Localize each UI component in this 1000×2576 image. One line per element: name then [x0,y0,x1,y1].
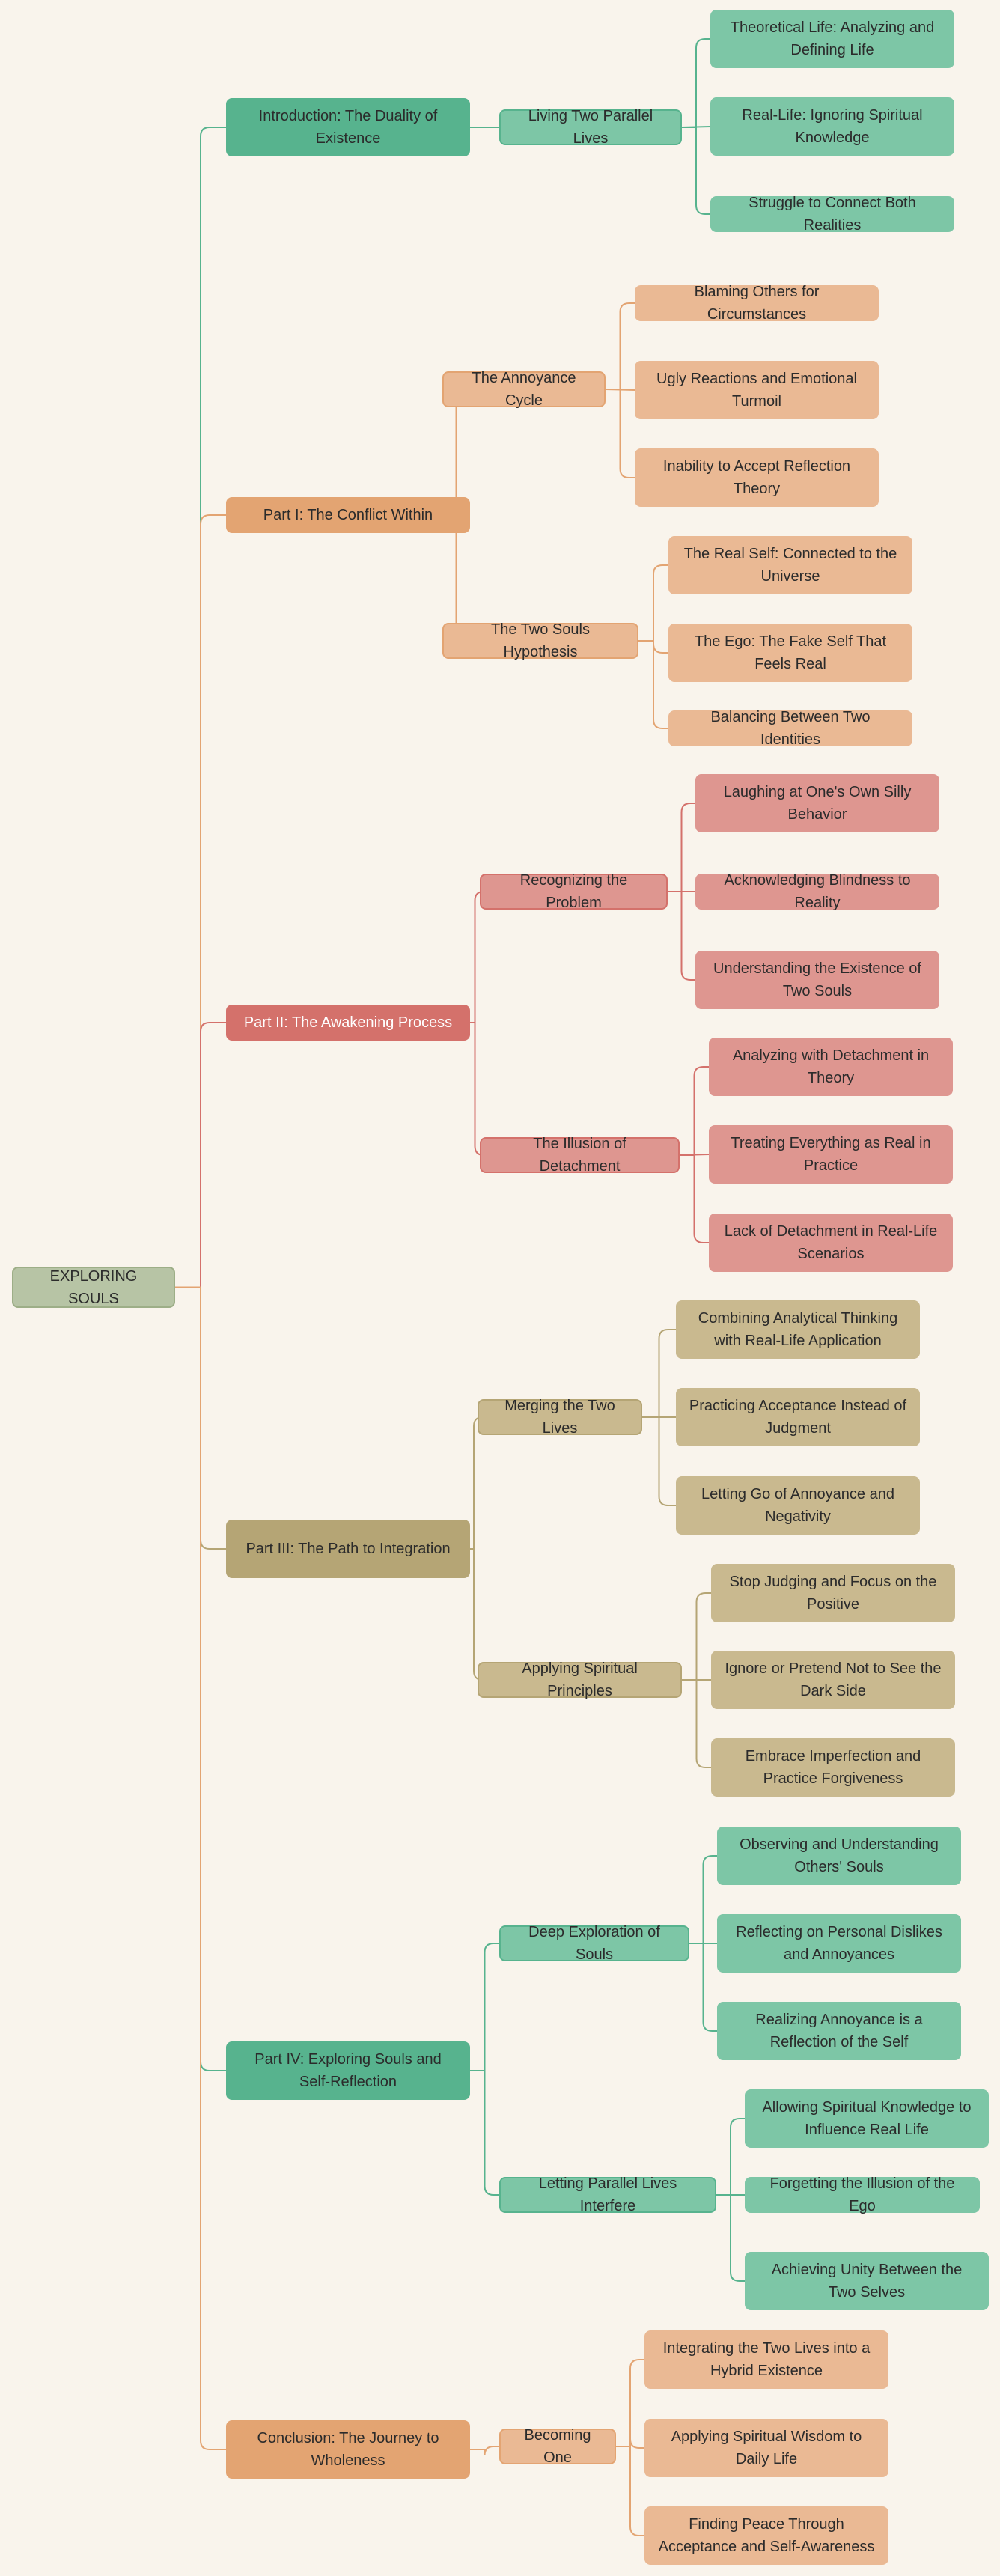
link-0-0-2 [682,127,710,215]
link-5-0-2 [616,2446,644,2536]
link-root-1 [175,514,226,1288]
leaf-reflecting-on-personal-dislikes-and-annoyances[interactable]: Reflecting on Personal Dislikes and Anno… [717,1914,961,1973]
link-1-1-2 [638,640,668,729]
leaf-combining-analytical-thinking-with-real-life-application[interactable]: Combining Analytical Thinking with Real-… [676,1300,920,1359]
link-2-1 [470,1022,484,1156]
link-2-1-0 [680,1066,709,1156]
link-4-0-0 [689,1855,717,1944]
link-0-0-0 [682,38,710,128]
link-3-0 [470,1416,484,1550]
sub-letting-parallel-lives-interfere[interactable]: Letting Parallel Lives Interfere [499,2175,716,2214]
leaf-treating-everything-as-real-in-practice[interactable]: Treating Everything as Real in Practice [709,1125,953,1184]
link-1-0-0 [606,302,635,390]
root-node[interactable]: EXPLORING SOULS [12,1267,175,1308]
link-3-1-2 [682,1679,711,1768]
leaf-balancing-between-two-identities[interactable]: Balancing Between Two Identities [668,709,912,748]
leaf-stop-judging-and-focus-on-the-positive[interactable]: Stop Judging and Focus on the Positive [711,1564,955,1622]
leaf-ugly-reactions-and-emotional-turmoil[interactable]: Ugly Reactions and Emotional Turmoil [635,361,879,419]
sub-living-two-parallel-lives[interactable]: Living Two Parallel Lives [499,108,682,147]
link-root-0 [175,127,226,1288]
branch-part-ii-the-awakening-process[interactable]: Part II: The Awakening Process [226,1005,470,1041]
link-root-5 [175,1286,226,2450]
leaf-forgetting-the-illusion-of-the-ego[interactable]: Forgetting the Illusion of the Ego [745,2175,980,2214]
leaf-theoretical-life-analyzing-and-defining-life[interactable]: Theoretical Life: Analyzing and Defining… [710,10,954,68]
branch-introduction-the-duality-of-existence[interactable]: Introduction: The Duality of Existence [226,98,470,156]
link-4-1 [470,2070,499,2196]
leaf-blaming-others-for-circumstances[interactable]: Blaming Others for Circumstances [635,284,879,323]
link-5-0 [470,2446,499,2456]
link-3-1 [470,1548,484,1681]
leaf-letting-go-of-annoyance-and-negativity[interactable]: Letting Go of Annoyance and Negativity [676,1476,920,1535]
leaf-the-ego-the-fake-self-that-feels-real[interactable]: The Ego: The Fake Self That Feels Real [668,624,912,682]
leaf-laughing-at-one-s-own-silly-behavior[interactable]: Laughing at One's Own Silly Behavior [695,774,939,832]
leaf-embrace-imperfection-and-practice-forgiveness[interactable]: Embrace Imperfection and Practice Forgiv… [711,1738,955,1797]
link-5-0-0 [616,2359,644,2447]
link-root-2 [175,1022,226,1288]
link-1-0-2 [606,389,635,478]
sub-deep-exploration-of-souls[interactable]: Deep Exploration of Souls [499,1924,689,1963]
leaf-realizing-annoyance-is-a-reflection-of-the-self[interactable]: Realizing Annoyance is a Reflection of t… [717,2002,961,2060]
link-3-0-0 [642,1329,676,1418]
leaf-integrating-the-two-lives-into-a-hybrid-existence[interactable]: Integrating the Two Lives into a Hybrid … [644,2330,888,2389]
link-2-0-2 [668,891,695,981]
leaf-the-real-self-connected-to-the-universe[interactable]: The Real Self: Connected to the Universe [668,536,912,594]
sub-merging-the-two-lives[interactable]: Merging the Two Lives [478,1398,642,1437]
link-5-0-1 [616,2438,644,2449]
branch-part-iii-the-path-to-integration[interactable]: Part III: The Path to Integration [226,1520,470,1578]
link-2-0 [470,891,484,1023]
leaf-struggle-to-connect-both-realities[interactable]: Struggle to Connect Both Realities [710,195,954,234]
branch-conclusion-the-journey-to-wholeness[interactable]: Conclusion: The Journey to Wholeness [226,2420,470,2479]
link-2-0-0 [668,803,695,892]
link-1-1-0 [638,564,668,642]
leaf-applying-spiritual-wisdom-to-daily-life[interactable]: Applying Spiritual Wisdom to Daily Life [644,2419,888,2477]
sub-the-illusion-of-detachment[interactable]: The Illusion of Detachment [480,1136,680,1175]
branch-part-iv-exploring-souls-and-self-reflection[interactable]: Part IV: Exploring Souls and Self-Reflec… [226,2041,470,2100]
sub-recognizing-the-problem[interactable]: Recognizing the Problem [480,872,668,911]
leaf-analyzing-with-detachment-in-theory[interactable]: Analyzing with Detachment in Theory [709,1038,953,1096]
leaf-acknowledging-blindness-to-reality[interactable]: Acknowledging Blindness to Reality [695,872,939,911]
sub-applying-spiritual-principles[interactable]: Applying Spiritual Principles [478,1660,682,1699]
leaf-lack-of-detachment-in-real-life-scenarios[interactable]: Lack of Detachment in Real-Life Scenario… [709,1214,953,1272]
link-4-1-0 [716,2118,745,2196]
link-4-0-2 [689,1943,717,2032]
sub-the-annoyance-cycle[interactable]: The Annoyance Cycle [442,370,606,409]
leaf-inability-to-accept-reflection-theory[interactable]: Inability to Accept Reflection Theory [635,448,879,507]
sub-becoming-one[interactable]: Becoming One [499,2427,616,2466]
leaf-ignore-or-pretend-not-to-see-the-dark-side[interactable]: Ignore or Pretend Not to See the Dark Si… [711,1651,955,1709]
link-4-0 [470,1943,499,2071]
branch-part-i-the-conflict-within[interactable]: Part I: The Conflict Within [226,497,470,533]
link-3-0-2 [642,1416,676,1506]
leaf-understanding-the-existence-of-two-souls[interactable]: Understanding the Existence of Two Souls [695,951,939,1009]
leaf-practicing-acceptance-instead-of-judgment[interactable]: Practicing Acceptance Instead of Judgmen… [676,1388,920,1446]
leaf-real-life-ignoring-spiritual-knowledge[interactable]: Real-Life: Ignoring Spiritual Knowledge [710,97,954,156]
link-3-1-0 [682,1592,711,1681]
leaf-allowing-spiritual-knowledge-to-influence-real-life[interactable]: Allowing Spiritual Knowledge to Influenc… [745,2089,989,2148]
leaf-finding-peace-through-acceptance-and-self-awareness[interactable]: Finding Peace Through Acceptance and Sel… [644,2506,888,2565]
leaf-observing-and-understanding-others-souls[interactable]: Observing and Understanding Others' Soul… [717,1827,961,1885]
link-2-1-2 [680,1154,709,1243]
leaf-achieving-unity-between-the-two-selves[interactable]: Achieving Unity Between the Two Selves [745,2252,989,2310]
sub-the-two-souls-hypothesis[interactable]: The Two Souls Hypothesis [442,621,638,660]
link-4-1-2 [716,2194,745,2282]
